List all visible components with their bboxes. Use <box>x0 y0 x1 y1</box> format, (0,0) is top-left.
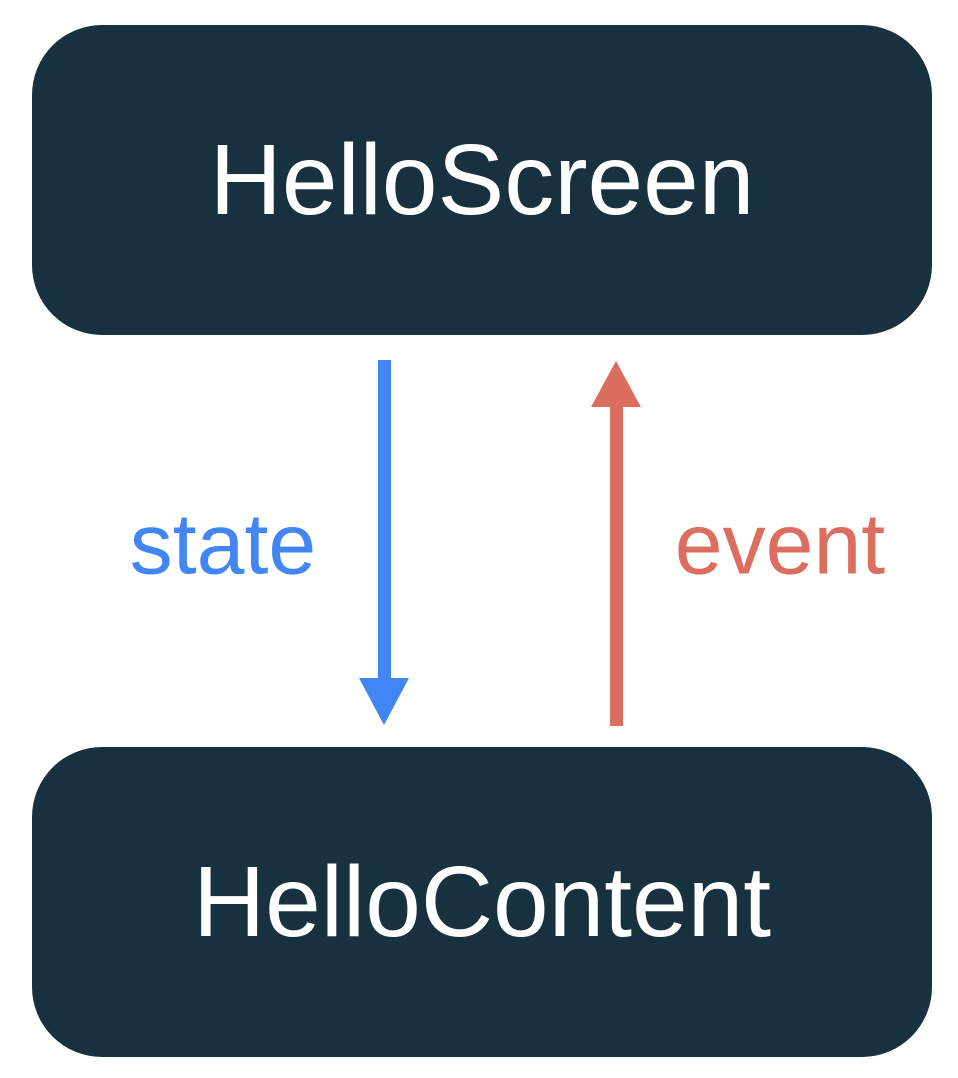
state-arrowhead-down-icon <box>359 678 409 725</box>
event-arrow-shaft <box>610 405 623 726</box>
state-arrow-shaft <box>378 360 391 680</box>
state-edge-label: state <box>129 496 317 593</box>
node-hellocontent: HelloContent <box>32 747 932 1057</box>
node-hellocontent-label: HelloContent <box>192 845 772 958</box>
event-edge-label: event <box>674 496 886 593</box>
node-helloscreen-label: HelloScreen <box>209 123 755 236</box>
event-arrowhead-up-icon <box>591 361 641 407</box>
node-helloscreen: HelloScreen <box>32 25 932 335</box>
